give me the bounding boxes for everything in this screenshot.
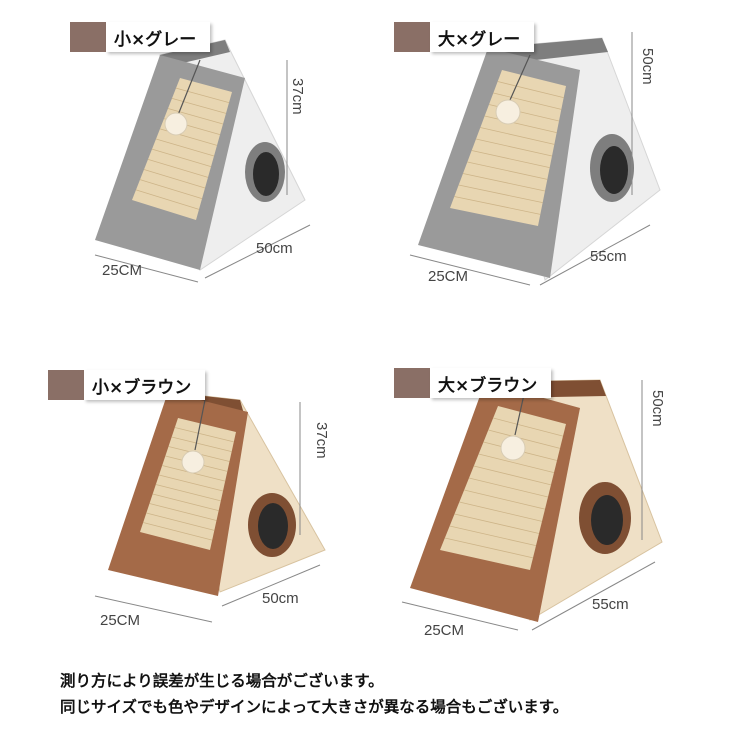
sisal-weave-line [171,436,232,453]
sisal-weave-line [444,537,534,559]
sisal-weave-line [478,453,555,474]
sisal-weave-line [497,81,564,99]
variant-label-text: 大×ブラウン [430,368,552,398]
sisal-texture [454,81,564,215]
sisal-weave-line [467,161,548,180]
variant-label: 小×ブラウン [48,370,206,400]
width-measure-line [94,595,213,623]
pom-pom-ball [164,112,188,136]
width-dimension: 25CM [424,622,465,639]
variant-label: 小×グレー [70,22,211,52]
label-tab [70,22,106,52]
depth-measure-line [221,564,321,607]
label-tab [394,22,430,52]
pom-pom-ball [495,99,521,125]
cat-scratcher-house-image [94,39,311,283]
width-dimension: 25CM [428,268,469,285]
sisal-weave-line [143,522,213,541]
height-dimension: 50cm [649,390,666,427]
pom-pom-ball [181,450,205,474]
width-measure-line [94,254,199,283]
sisal-weave-line [149,503,217,521]
entrance-hole [258,503,288,549]
sisal-weave-line [152,493,219,512]
sisal-weave-line [171,97,227,114]
sisal-weave-line [462,173,546,192]
sisal-weave-line [473,465,552,486]
entrance-hole [591,495,623,545]
variant-label-text: 小×グレー [106,22,211,52]
variant-label-text: 大×グレー [430,22,535,52]
variant-label: 大×ブラウン [394,368,552,398]
disclaimer-line: 同じサイズでも色やデザインによって大きさが異なる場合もございます。 [60,698,569,716]
toy-string [177,59,201,116]
variant-label: 大×グレー [394,22,535,52]
sisal-weave-line [151,148,212,168]
width-dimension: 25CM [100,612,141,629]
sisal-scratch-pad [140,418,236,550]
cat-scratcher-house-image [409,32,661,286]
sisal-weave-line [174,427,234,443]
depth-dimension: 50cm [256,240,293,257]
depth-dimension: 50cm [262,590,299,607]
sisal-weave-line [459,501,543,522]
depth-measure-line [539,224,651,286]
label-tab [394,368,430,398]
sisal-weave-line [493,92,562,110]
sisal-texture [444,417,564,559]
sisal-weave-line [175,87,230,104]
disclaimer-notes: 測り方により誤差が生じる場合がございます。 同じサイズでも色やデザインによって大… [60,668,700,720]
product-panel-small-brown: 小×ブラウン 37cm 50cm 25CM [0,330,370,660]
sisal-weave-line [484,115,557,134]
entrance-hole [600,146,628,194]
sisal-weave-line [468,477,549,498]
height-dimension: 37cm [289,78,306,115]
sisal-scratch-pad [450,70,566,226]
product-panel-large-brown: 大×ブラウン 50cm 55cm 25CM [370,330,740,660]
cat-scratcher-house-image [401,379,663,631]
sisal-weave-line [146,512,215,531]
product-panel-large-gray: 大×グレー 50cm 55cm 25CM [370,0,740,330]
sisal-weave-line [147,158,209,178]
height-dimension: 50cm [639,48,656,85]
width-dimension: 25CM [102,262,143,279]
depth-dimension: 55cm [590,248,627,265]
sisal-weave-line [464,489,546,510]
sisal-scratch-pad [440,406,566,570]
sisal-weave-line [143,169,206,189]
label-tab [48,370,84,400]
height-dimension: 37cm [313,422,330,459]
sisal-weave-line [480,127,555,145]
sisal-weave-line [155,138,215,157]
house-top-edge [160,40,230,66]
sisal-weave-line [488,429,561,449]
depth-dimension: 55cm [592,596,629,613]
sisal-weave-line [454,513,540,534]
width-measure-line [401,601,519,631]
sisal-weave-line [458,184,543,204]
sisal-weave-line [493,417,564,437]
sisal-weave-line [139,179,203,200]
sisal-weave-line [471,150,550,169]
pom-pom-ball [500,435,526,461]
cat-scratcher-house-image [94,391,326,623]
sisal-weave-line [449,525,537,547]
sisal-weave-line [167,108,224,125]
depth-measure-line [204,224,311,279]
sisal-weave-line [454,196,541,215]
product-panel-small-gray: 小×グレー 37cm 50cm 25CM [0,0,370,330]
variant-label-text: 小×ブラウン [84,370,206,400]
entrance-hole [253,152,279,196]
sisal-weave-line [158,474,224,492]
sisal-weave-line [135,189,200,210]
sisal-weave-line [475,138,553,157]
depth-measure-line [531,561,656,631]
width-measure-line [409,254,531,286]
toy-string [194,399,206,451]
disclaimer-line: 測り方により誤差が生じる場合がございます。 [60,672,384,690]
sisal-weave-line [155,484,221,502]
toy-string [509,54,531,101]
